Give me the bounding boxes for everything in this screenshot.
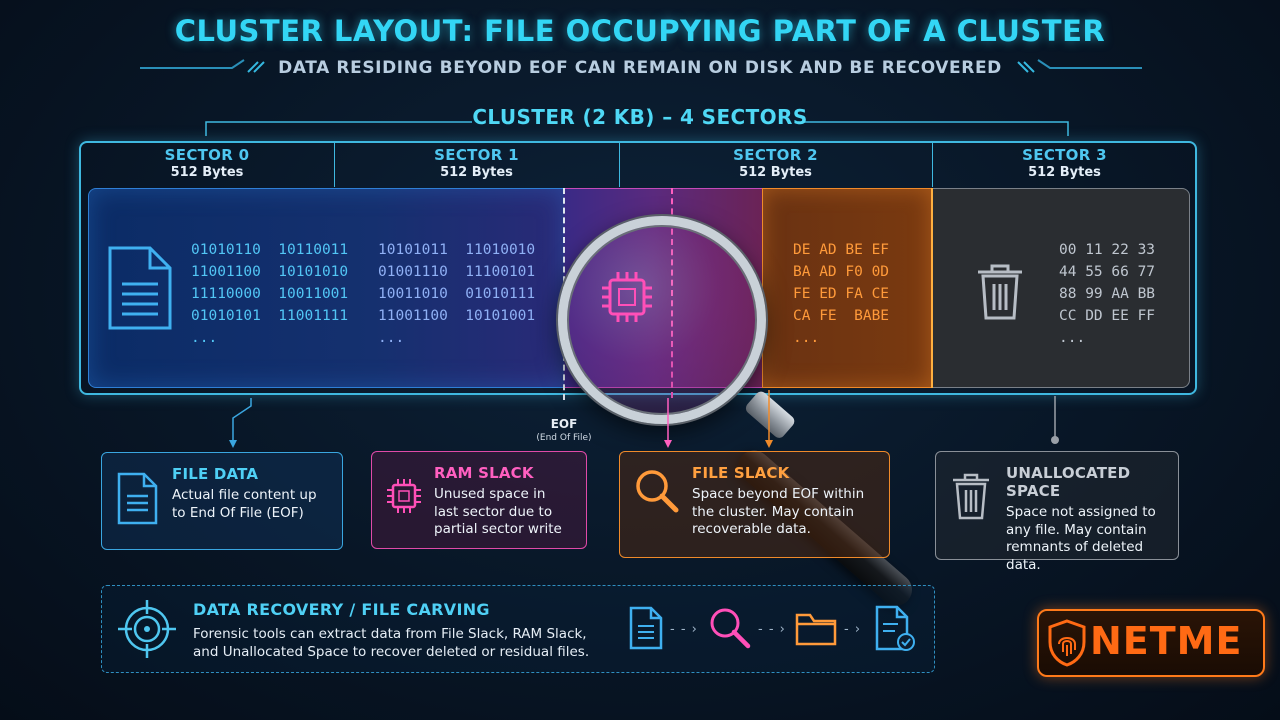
sector-divider bbox=[619, 142, 620, 187]
file-data-desc: Actual file content up to End Of File (E… bbox=[172, 487, 317, 521]
sector-1-size: 512 Bytes bbox=[440, 165, 513, 180]
document-check-icon bbox=[875, 605, 915, 651]
magnifier-icon bbox=[710, 608, 751, 649]
file-data-title: FILE DATA bbox=[172, 465, 259, 483]
magnifier-icon bbox=[636, 470, 679, 513]
flow-arrow: - - › bbox=[758, 622, 786, 637]
sector-0-name: SECTOR 0 bbox=[164, 146, 250, 164]
sector-1-header: SECTOR 1 512 Bytes bbox=[334, 146, 619, 186]
sector-1-data: 10101011 11010010 01001110 11100101 1001… bbox=[378, 242, 536, 346]
document-icon bbox=[108, 246, 172, 330]
page-title: CLUSTER LAYOUT: FILE OCCUPYING PART OF A… bbox=[174, 14, 1106, 48]
sector-3-size: 512 Bytes bbox=[1028, 165, 1101, 180]
unallocated-region bbox=[932, 188, 1190, 388]
page-subtitle: DATA RESIDING BEYOND EOF CAN REMAIN ON D… bbox=[278, 58, 1002, 78]
sector-2-name: SECTOR 2 bbox=[733, 146, 818, 164]
sector-3-data: 00 11 22 33 44 55 66 77 88 99 AA BB CC D… bbox=[1059, 242, 1156, 346]
eof-sublabel: (End Of File) bbox=[536, 433, 592, 443]
target-icon bbox=[118, 600, 176, 658]
sector-2-header: SECTOR 2 512 Bytes bbox=[619, 146, 932, 186]
file-slack-desc: Space beyond EOF within the cluster. May… bbox=[692, 486, 865, 537]
file-data-card: FILE DATA Actual file content up to End … bbox=[101, 452, 343, 550]
ram-slack-title: RAM SLACK bbox=[434, 464, 534, 482]
chip-icon bbox=[387, 479, 421, 513]
sector-3-name: SECTOR 3 bbox=[1022, 146, 1107, 164]
flow-arrow: - › bbox=[844, 622, 862, 637]
cluster-label: CLUSTER (2 KB) – 4 SECTORS bbox=[472, 105, 808, 129]
file-data-region bbox=[88, 188, 564, 388]
unallocated-desc: Space not assigned to any file. May cont… bbox=[1006, 504, 1156, 573]
ram-slack-desc: Unused space in last sector due to parti… bbox=[434, 486, 562, 537]
title-decor-left bbox=[140, 59, 265, 73]
document-icon bbox=[117, 472, 158, 525]
unallocated-title: UNALLOCATED SPACE bbox=[1006, 464, 1131, 500]
unallocated-card: UNALLOCATED SPACE Space not assigned to … bbox=[935, 451, 1179, 573]
file-slack-boundary bbox=[931, 188, 933, 388]
eof-label: EOF bbox=[550, 417, 578, 431]
file-slack-title: FILE SLACK bbox=[692, 464, 790, 482]
sector-0-data: 01010110 10110011 11001100 10101010 1111… bbox=[191, 242, 349, 346]
sector-1-name: SECTOR 1 bbox=[434, 146, 519, 164]
flow-arrow: - - › bbox=[670, 622, 698, 637]
sector-divider bbox=[334, 142, 335, 187]
sector-2-data: DE AD BE EF BA AD F0 0D FE ED FA CE CA F… bbox=[793, 242, 890, 346]
connector-unallocated bbox=[1051, 396, 1059, 444]
sector-0-header: SECTOR 0 512 Bytes bbox=[80, 146, 334, 186]
trash-icon bbox=[978, 264, 1022, 320]
document-icon bbox=[629, 606, 663, 650]
connector-file-data bbox=[229, 398, 252, 448]
chip-icon bbox=[602, 272, 652, 322]
connector-file-slack bbox=[765, 390, 773, 448]
ram-slack-card: RAM SLACK Unused space in last sector du… bbox=[371, 451, 587, 549]
sector-0-size: 512 Bytes bbox=[170, 165, 244, 180]
folder-icon bbox=[795, 613, 837, 646]
connector-ram-slack bbox=[664, 398, 672, 448]
fingerprint-shield-icon bbox=[1048, 619, 1086, 667]
sector-3-header: SECTOR 3 512 Bytes bbox=[932, 146, 1197, 186]
title-decor-right bbox=[1017, 59, 1142, 73]
trash-icon bbox=[953, 473, 989, 520]
magnifier-lens bbox=[558, 216, 766, 424]
brand-logo-text: NETME bbox=[1090, 619, 1243, 663]
recovery-title: DATA RECOVERY / FILE CARVING bbox=[193, 600, 490, 619]
recovery-desc: Forensic tools can extract data from Fil… bbox=[193, 626, 590, 660]
sector-2-size: 512 Bytes bbox=[739, 165, 812, 180]
sector-divider bbox=[932, 142, 933, 187]
file-slack-card: FILE SLACK Space beyond EOF within the c… bbox=[619, 451, 890, 558]
file-slack-region bbox=[762, 188, 932, 388]
cluster-bracket bbox=[205, 121, 1069, 136]
